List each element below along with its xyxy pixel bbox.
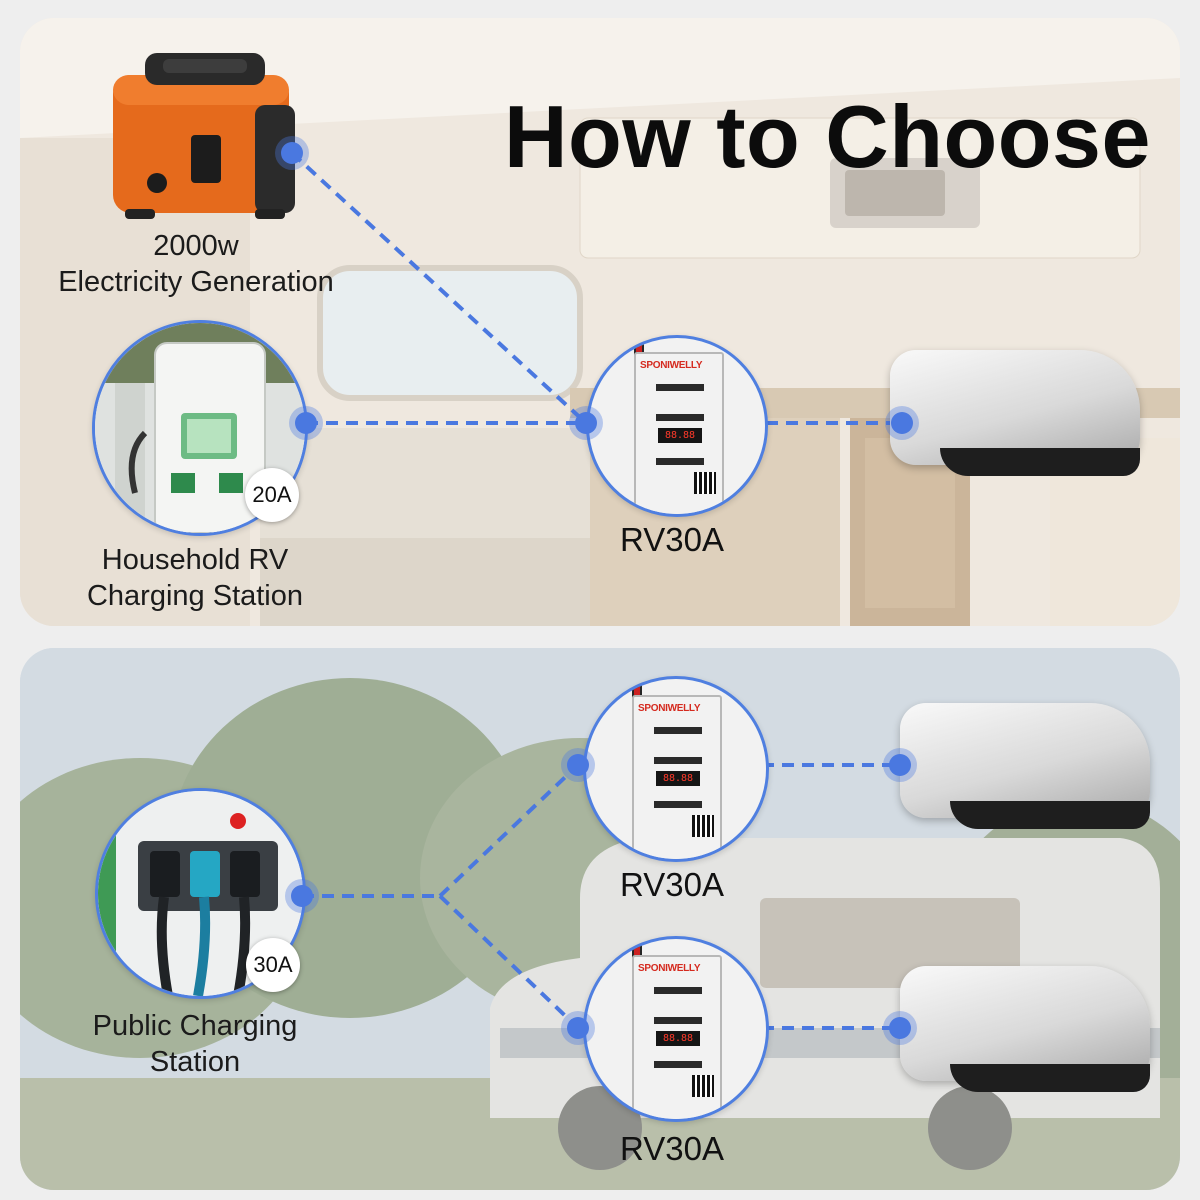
device-display-1: 88.88 <box>656 771 700 786</box>
public-amperage-badge: 30A <box>246 938 300 992</box>
device-brand-2: SPONIWELLY <box>638 963 701 974</box>
ac2-connector-dot <box>889 1017 911 1039</box>
soft-starter-model-label: RV30A <box>620 521 724 558</box>
rv-ac-unit-icon <box>890 350 1140 465</box>
generator-image <box>105 43 305 221</box>
generator-label-power: 2000w <box>153 230 239 262</box>
soft-starter-image-2: SPONIWELLY 88.88 <box>583 936 769 1122</box>
household-connector-dot <box>295 412 317 434</box>
generator-connector-dot <box>281 142 303 164</box>
ac-connector-dot <box>891 412 913 434</box>
generator-icon <box>113 53 295 219</box>
device-brand-1: SPONIWELLY <box>638 703 701 714</box>
soft-starter-image-1: SPONIWELLY 88.88 <box>583 676 769 862</box>
rv-ac-unit-icon-1 <box>900 703 1150 818</box>
public-station-label: Public Charging Station <box>50 1008 340 1080</box>
top-panel: How to Choose 2000w Electricity Generati… <box>20 18 1180 626</box>
household-station-label: Household RV Charging Station <box>40 542 350 614</box>
rv-ac-unit-image <box>880 350 1150 500</box>
soft-starter-device: SPONIWELLY 88.88 <box>634 352 724 514</box>
rv-ac-unit-icon-2 <box>900 966 1150 1081</box>
generator-label: 2000w Electricity Generation <box>20 228 372 300</box>
soft-starter-image: SPONIWELLY 88.88 <box>586 335 768 517</box>
soft-starter-device-1: SPONIWELLY 88.88 <box>632 695 722 859</box>
soft-starter-device-2: SPONIWELLY 88.88 <box>632 955 722 1119</box>
qr-code-icon-1 <box>692 815 714 837</box>
device-brand: SPONIWELLY <box>640 360 703 371</box>
bottom-panel: 30A Public Charging Station SPONIWELLY 8… <box>20 648 1180 1190</box>
public-label-line2: Station <box>149 1046 241 1078</box>
page-title: How to Choose <box>504 87 1151 186</box>
soft-starter-model-label-1: RV30A <box>620 866 724 903</box>
soft-starter-model-label-2: RV30A <box>620 1130 724 1167</box>
household-label-line2: Charging Station <box>86 580 304 612</box>
rv-ac-unit-image-1 <box>890 703 1160 853</box>
public-label-line1: Public Charging <box>92 1010 298 1042</box>
charging-station-icon <box>95 323 305 533</box>
generator-label-description: Electricity Generation <box>58 266 334 298</box>
device-display: 88.88 <box>658 428 702 443</box>
qr-code-icon <box>694 472 716 494</box>
household-amperage-badge: 20A <box>245 468 299 522</box>
starter1-input-dot <box>567 754 589 776</box>
qr-code-icon-2 <box>692 1075 714 1097</box>
starter2-input-dot <box>567 1017 589 1039</box>
household-label-line1: Household RV <box>101 544 289 576</box>
ac1-connector-dot <box>889 754 911 776</box>
public-connector-dot <box>291 885 313 907</box>
device-display-2: 88.88 <box>656 1031 700 1046</box>
public-station-image <box>95 788 306 999</box>
rv-ac-unit-image-2 <box>890 966 1160 1116</box>
household-station-image <box>92 320 308 536</box>
starter-input-dot <box>575 412 597 434</box>
